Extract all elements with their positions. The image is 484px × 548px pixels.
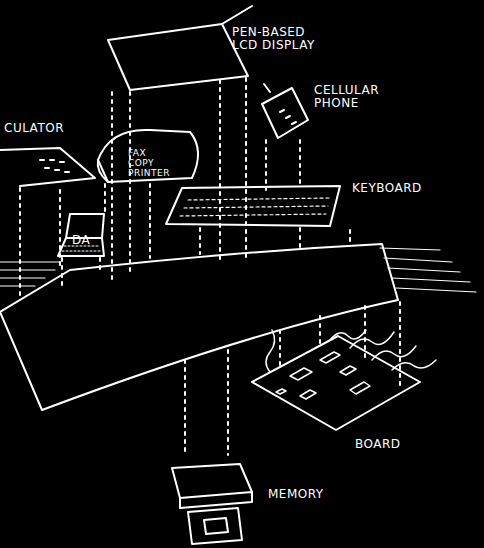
calculator xyxy=(0,148,95,186)
drop-lines xyxy=(20,78,400,455)
memory-drive xyxy=(172,464,252,508)
part-label: CELLULAR PHONE xyxy=(314,84,394,110)
hatching xyxy=(0,248,476,292)
part-label: CULATOR xyxy=(4,122,84,135)
calculator-keys xyxy=(40,160,69,172)
leader-line xyxy=(222,6,252,24)
part-label: PEN-BASED LCD DISPLAY xyxy=(232,26,322,52)
keyboard xyxy=(166,186,340,226)
chips xyxy=(276,352,370,399)
wires xyxy=(266,330,436,372)
cellular-phone xyxy=(262,88,308,138)
part-label: FAX COPY PRINTER xyxy=(128,148,174,178)
keyboard-keys xyxy=(180,198,330,216)
part-label: KEYBOARD xyxy=(352,182,452,195)
memory-disk xyxy=(188,508,242,544)
phone-detail xyxy=(264,84,296,124)
pda xyxy=(58,214,104,256)
part-label: DA xyxy=(72,234,102,247)
lcd-display xyxy=(108,24,248,90)
desk-surface xyxy=(0,244,398,410)
fax-printer xyxy=(98,130,198,182)
part-label: MEMORY xyxy=(268,488,348,501)
fax-printer-edge xyxy=(98,160,108,182)
part-label: BOARD xyxy=(355,438,425,451)
circuit-board xyxy=(252,336,420,430)
